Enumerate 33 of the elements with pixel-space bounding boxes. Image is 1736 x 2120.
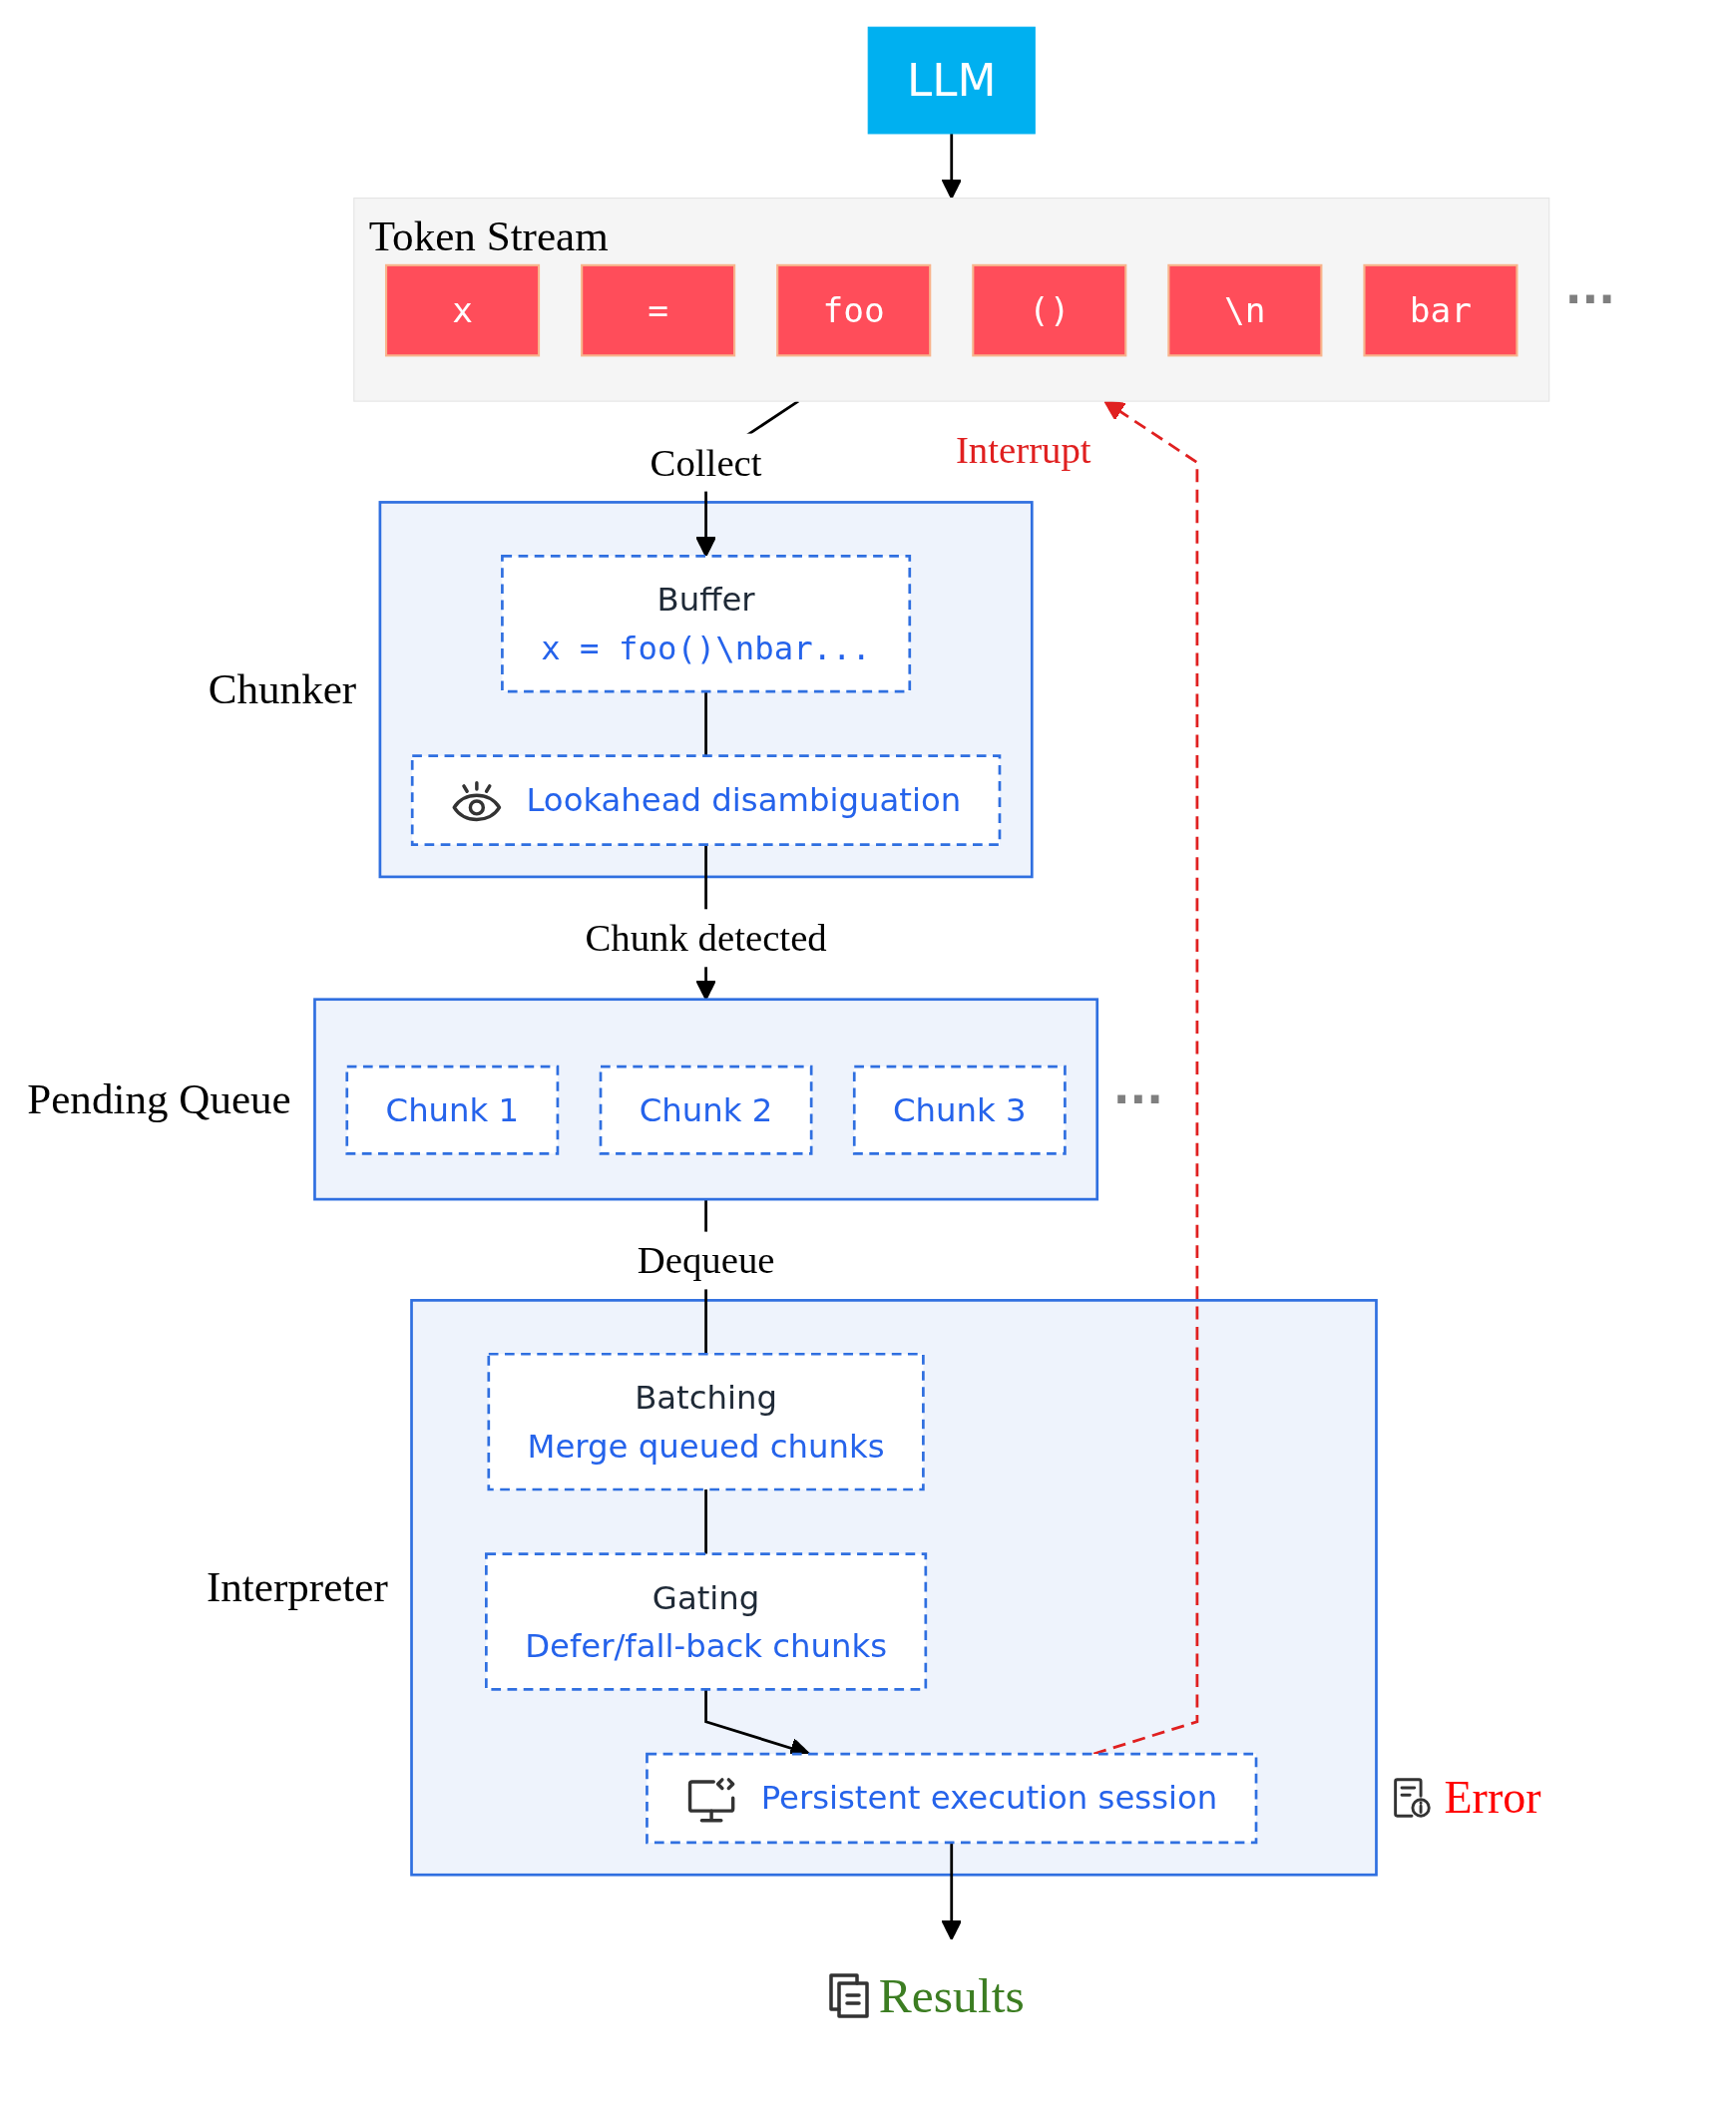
ellipsis: ··· [1564,277,1615,322]
edge-label: Dequeue [637,1238,775,1283]
error-label: Error [1444,1772,1541,1824]
node-box: foo [776,263,932,357]
cluster [313,998,1099,1201]
node-label: Chunker [208,664,357,713]
node-box: \n [1167,263,1323,357]
node-box: = [581,263,736,357]
ellipsis: ··· [1112,1076,1163,1121]
node-text: Results [878,1967,1025,2023]
node-box: Lookahead disambiguation [410,754,1002,846]
node-box: Chunk 2 [599,1064,813,1155]
node-box: Buffer x = foo()\nbar... [501,554,912,693]
edge-label: Interrupt [955,428,1091,472]
edge-label: Collect [650,441,762,485]
node-box: Gating Defer/fall-back chunks [485,1552,928,1691]
node-box: Persistent execution session [646,1752,1258,1845]
node-box: () [972,263,1127,357]
node-box: x [384,263,541,357]
arrow [941,133,963,200]
cluster [378,501,1034,879]
node-box: bar [1363,263,1519,357]
node-box: Chunk 1 [345,1064,560,1155]
node-box: Chunk 3 [852,1064,1067,1155]
connector [704,691,707,756]
node-box: LLM [867,26,1036,135]
connector [704,1489,707,1554]
node-box: Batching Merge queued chunks [487,1352,925,1491]
node-label: Interpreter [206,1562,388,1612]
node-label: Pending Queue [27,1074,291,1123]
cluster [410,1299,1378,1877]
arrow [941,1842,963,1940]
edge-label: Chunk detected [585,916,827,960]
